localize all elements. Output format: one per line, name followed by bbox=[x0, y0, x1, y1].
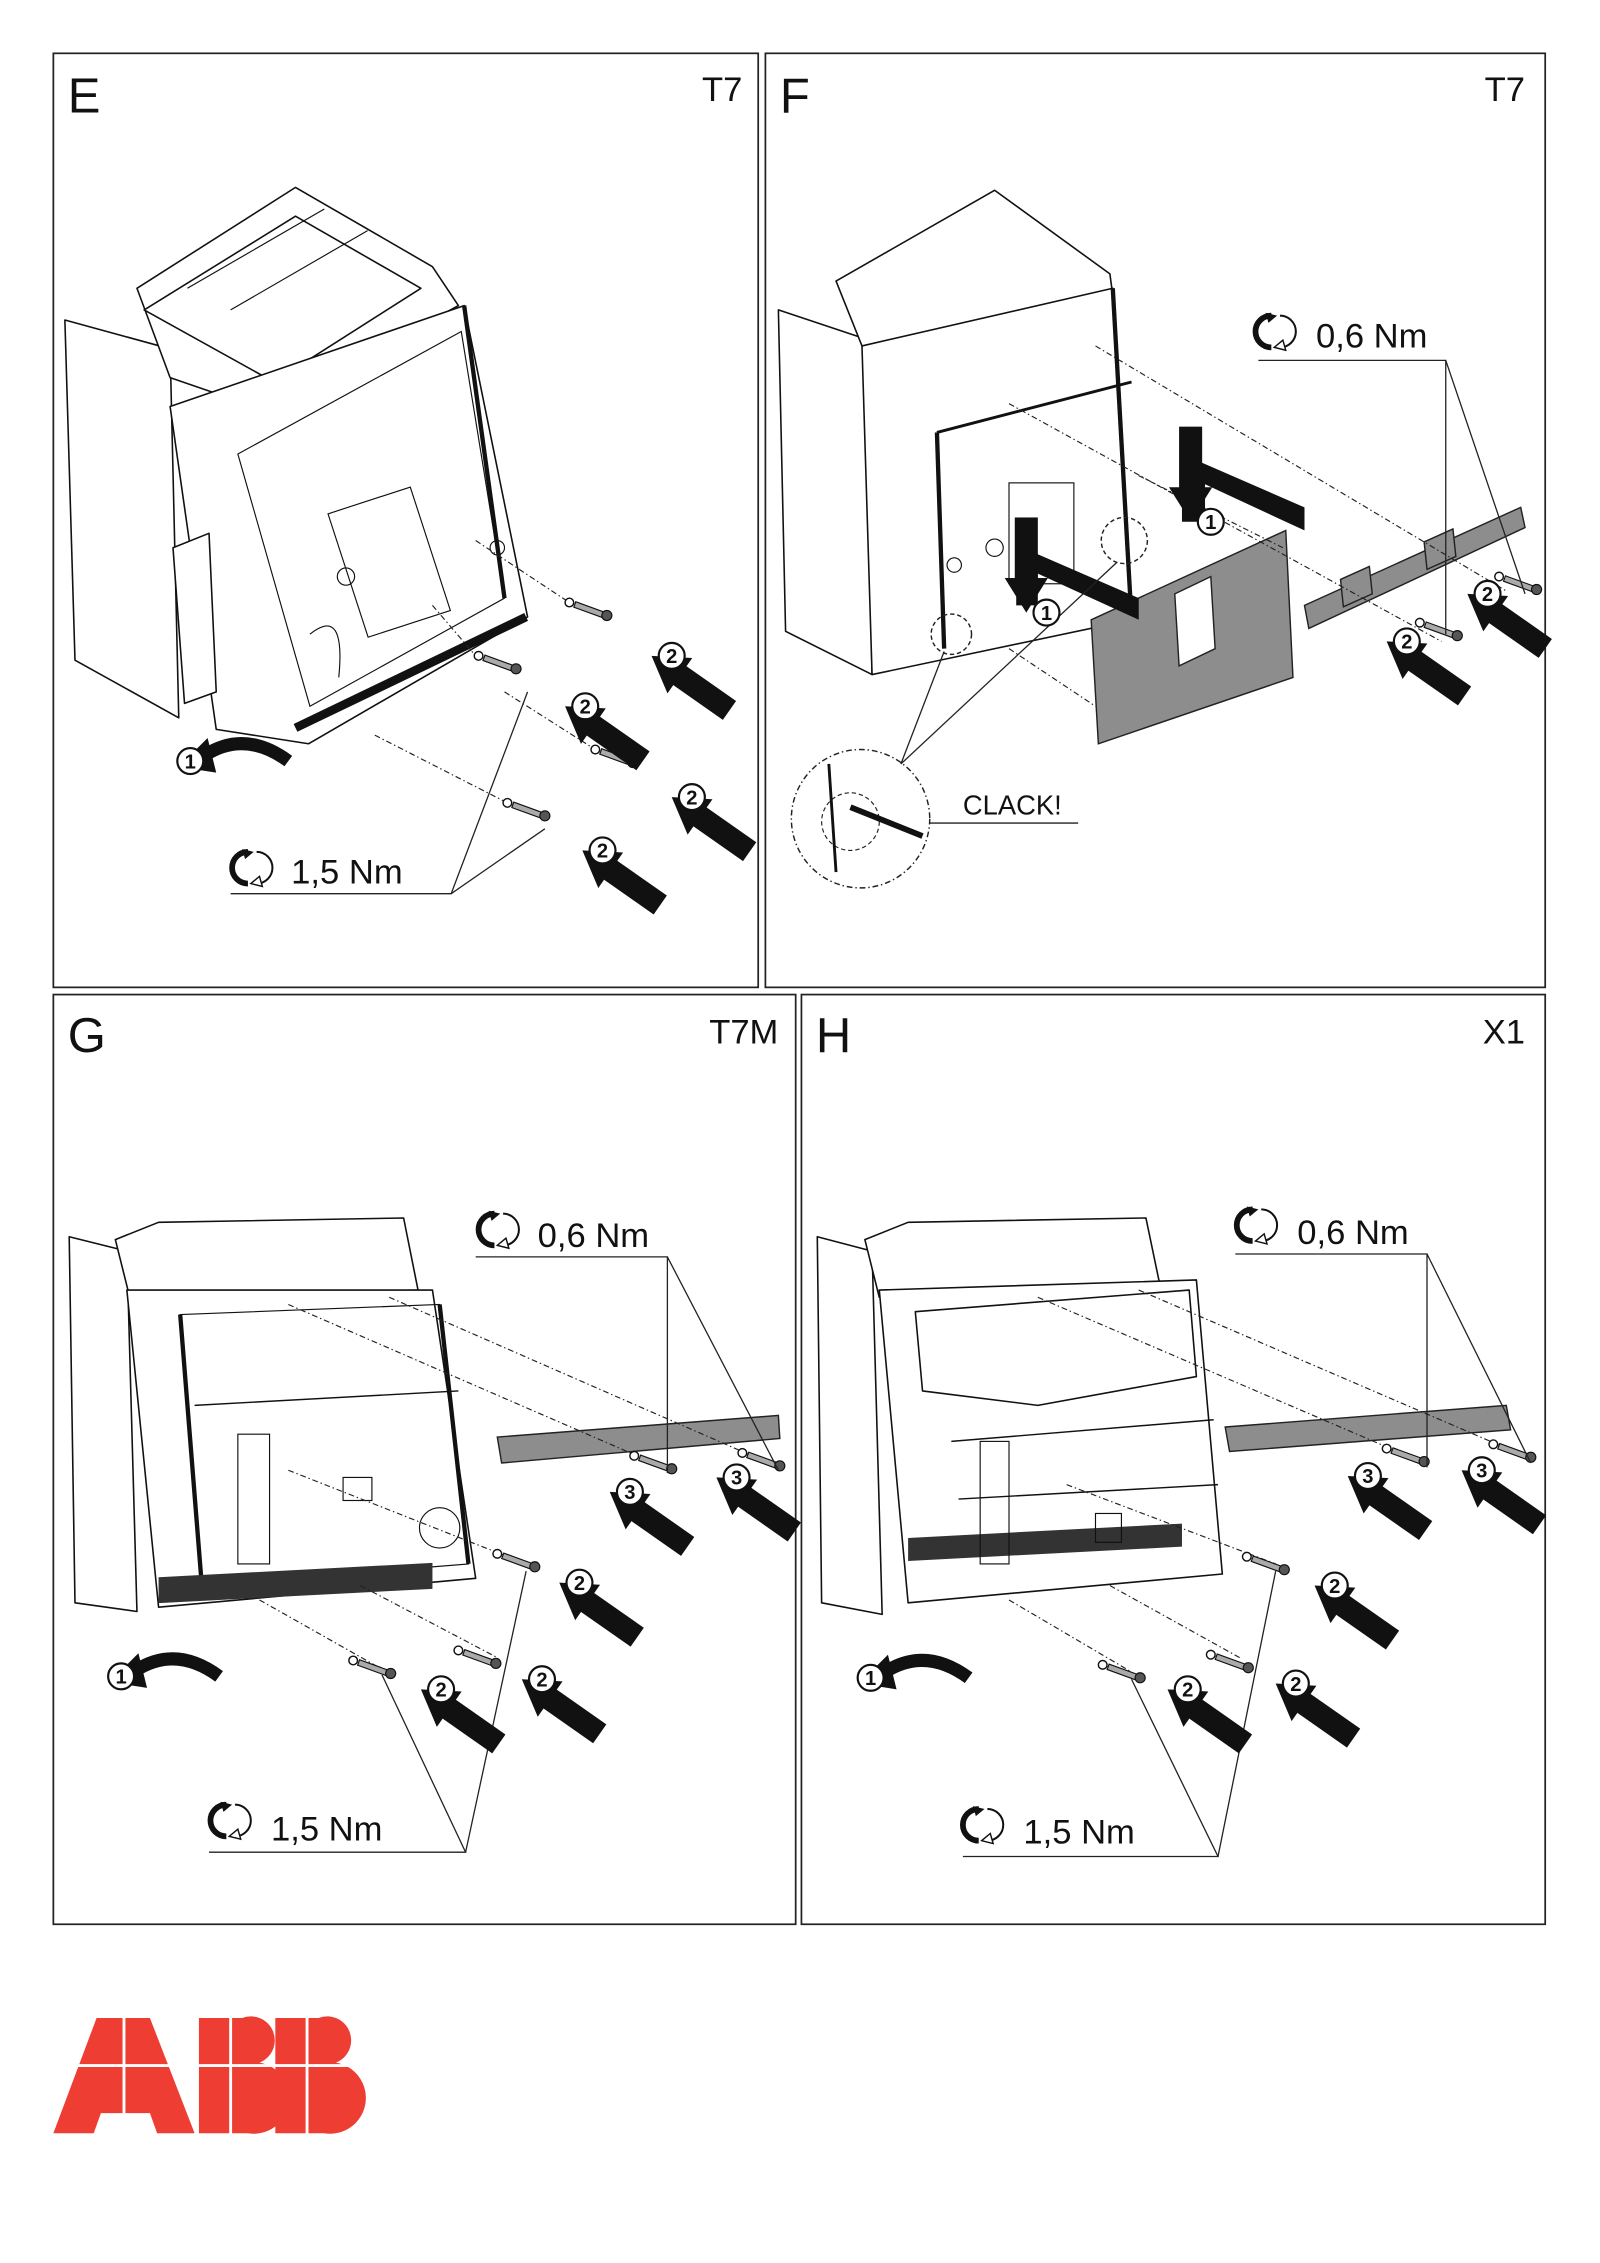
step-arrow-2: 2 bbox=[420, 1675, 506, 1754]
step-arrow-2: 2 bbox=[1314, 1571, 1400, 1650]
step-arrows: 1 2 2 2 2 1 1 2 2 1 2 2 2 3 3 1 2 2 2 3 3 bbox=[107, 426, 1552, 1754]
panel-model: X1 bbox=[1483, 1014, 1525, 1052]
step-arrow-2: 2 bbox=[651, 641, 737, 720]
torque-spec-1-5: 1,5 Nm bbox=[209, 1570, 527, 1853]
step-number: 2 bbox=[1182, 1680, 1193, 1702]
torque-value: 1,5 Nm bbox=[291, 854, 402, 892]
step-arrow-1: 1 bbox=[107, 1652, 223, 1691]
panel-letter: G bbox=[68, 1009, 106, 1063]
guide-lines bbox=[259, 1296, 779, 1670]
step-number: 3 bbox=[1362, 1466, 1373, 1488]
step-arrow-3: 3 bbox=[1347, 1461, 1433, 1541]
panel-h: H X1 0,6 Nm bbox=[800, 993, 1547, 1926]
step-arrow-2: 2 bbox=[565, 692, 650, 771]
breaker-drawing bbox=[68, 1217, 477, 1613]
step-arrow-2: 2 bbox=[1275, 1669, 1361, 1748]
step-number: 3 bbox=[731, 1468, 742, 1490]
step-number: 1 bbox=[1041, 603, 1052, 625]
torque-value: 1,5 Nm bbox=[1023, 1814, 1134, 1852]
breaker-drawing bbox=[816, 1217, 1224, 1616]
step-arrow-3: 3 bbox=[609, 1477, 695, 1556]
clack-label: CLACK! bbox=[963, 789, 1062, 820]
step-arrow-1: 1 bbox=[1004, 517, 1061, 627]
step-number: 1 bbox=[1205, 512, 1216, 534]
torque-spec-0-6: 0,6 Nm bbox=[1235, 1206, 1532, 1468]
panel-e: E T7 1,5 Nm bbox=[52, 52, 760, 989]
panel-model: T7 bbox=[702, 71, 742, 109]
panel-model: T7M bbox=[709, 1014, 778, 1052]
step-number: 1 bbox=[865, 1668, 876, 1690]
step-arrow-2: 2 bbox=[582, 836, 667, 915]
torque-spec-0-6: 0,6 Nm bbox=[476, 1211, 779, 1474]
step-arrow-2: 2 bbox=[559, 1568, 644, 1647]
torque-icon bbox=[963, 1806, 1003, 1843]
torque-icon bbox=[1255, 313, 1295, 350]
step-arrow-1: 1 bbox=[856, 1654, 973, 1692]
step-arrow-2: 2 bbox=[671, 783, 757, 862]
step-arrow-1: 1 bbox=[1168, 426, 1225, 536]
breaker-drawing bbox=[777, 189, 1134, 676]
panel-frame bbox=[52, 993, 797, 1926]
panel-letter: F bbox=[780, 69, 810, 123]
torque-value: 0,6 Nm bbox=[538, 1217, 649, 1255]
guide-lines bbox=[1008, 1289, 1532, 1673]
interlock-bar bbox=[1224, 1404, 1512, 1453]
panel-letter: E bbox=[68, 69, 101, 123]
breaker-drawing bbox=[64, 186, 529, 745]
torque-value: 0,6 Nm bbox=[1316, 317, 1427, 355]
insert-arrows bbox=[1016, 454, 1305, 620]
torque-icon bbox=[1237, 1206, 1277, 1243]
step-arrow-2: 2 bbox=[521, 1665, 607, 1744]
torque-value: 1,5 Nm bbox=[271, 1811, 382, 1849]
step-number: 2 bbox=[1329, 1576, 1340, 1598]
panel-f: F T7 bbox=[764, 52, 1547, 989]
panel-g: G T7M bbox=[52, 993, 797, 1926]
step-number: 2 bbox=[574, 1573, 585, 1595]
step-number: 2 bbox=[1482, 584, 1493, 606]
torque-icon bbox=[232, 849, 272, 886]
step-arrow-2: 2 bbox=[1167, 1675, 1253, 1754]
torque-spec-1-5: 1,5 Nm bbox=[963, 1570, 1277, 1858]
step-number: 2 bbox=[1290, 1674, 1301, 1696]
panel-frame bbox=[764, 52, 1547, 989]
cover-plate bbox=[1090, 529, 1294, 745]
step-number: 2 bbox=[435, 1680, 446, 1702]
step-arrow-3: 3 bbox=[716, 1463, 801, 1542]
torque-icon bbox=[210, 1802, 250, 1839]
step-number: 2 bbox=[536, 1669, 547, 1691]
panel-model: T7 bbox=[1485, 71, 1525, 109]
step-arrow-1: 1 bbox=[176, 737, 293, 776]
step-number: 2 bbox=[686, 787, 697, 809]
clack-detail: CLACK! bbox=[790, 516, 1149, 889]
guide-lines bbox=[374, 540, 596, 804]
abb-logo bbox=[43, 2010, 366, 2137]
step-number: 2 bbox=[666, 646, 677, 668]
panel-frame bbox=[52, 52, 760, 989]
step-number: 3 bbox=[1476, 1460, 1487, 1482]
interlock-bar bbox=[1303, 506, 1526, 630]
interlock-bar bbox=[496, 1414, 781, 1464]
guide-lines bbox=[1008, 345, 1507, 707]
step-number: 2 bbox=[580, 696, 591, 718]
torque-value: 0,6 Nm bbox=[1297, 1214, 1408, 1252]
step-arrow-2: 2 bbox=[1386, 627, 1472, 706]
step-number: 2 bbox=[597, 841, 608, 863]
step-number: 2 bbox=[1401, 632, 1412, 654]
panel-frame bbox=[800, 993, 1547, 1926]
torque-spec-1-5: 1,5 Nm bbox=[231, 691, 546, 895]
step-number: 1 bbox=[115, 1667, 126, 1689]
step-arrow-2: 2 bbox=[1467, 579, 1552, 658]
torque-spec-0-6: 0,6 Nm bbox=[1255, 313, 1526, 635]
step-arrow-3: 3 bbox=[1461, 1456, 1547, 1535]
torque-icon bbox=[479, 1211, 519, 1248]
panel-letter: H bbox=[816, 1009, 851, 1063]
step-number: 3 bbox=[624, 1482, 635, 1504]
step-number: 1 bbox=[185, 751, 196, 773]
